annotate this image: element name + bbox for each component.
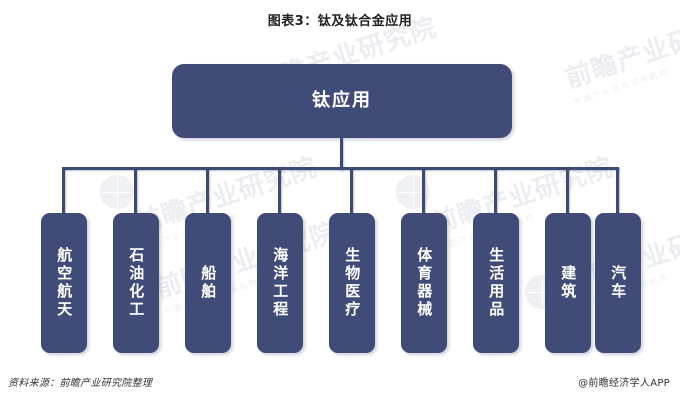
node-leaf-automotive[interactable]: 汽车 <box>595 213 641 353</box>
node-leaf-marine-engineering[interactable]: 海洋工程 <box>257 213 303 353</box>
watermark-sub-text: 中国产业咨询领先机构 <box>572 67 671 107</box>
node-leaf-petrochemical[interactable]: 石油化工 <box>113 213 159 353</box>
node-leaf-label: 生物医疗 <box>343 247 362 319</box>
connector-bus <box>62 167 619 170</box>
node-leaf-label: 石油化工 <box>127 247 146 319</box>
node-leaf-label: 海洋工程 <box>271 247 290 319</box>
node-leaf-label: 生活用品 <box>487 247 506 319</box>
connector-root-stem <box>340 138 343 170</box>
watermark-main-text: 前瞻产业研究院 <box>151 217 341 305</box>
node-leaf-label: 船舶 <box>199 265 218 301</box>
connector-drop-7 <box>494 167 497 215</box>
connector-drop-2 <box>134 167 137 215</box>
connector-drop-5 <box>350 167 353 215</box>
node-leaf-label: 汽车 <box>609 265 628 301</box>
node-leaf-label: 建筑 <box>559 265 578 301</box>
node-leaf-daily-goods[interactable]: 生活用品 <box>473 213 519 353</box>
connector-drop-8 <box>566 167 569 215</box>
node-leaf-sports-equipment[interactable]: 体育器械 <box>401 213 447 353</box>
watermark-sub-text: 中国产业咨询领先机构 <box>438 184 621 253</box>
node-leaf-aerospace[interactable]: 航空航天 <box>41 213 87 353</box>
watermark-text: 前瞻产业研究院 中国产业咨询领先机构 <box>426 147 621 253</box>
node-root-label: 钛应用 <box>312 90 372 112</box>
node-leaf-shipbuilding[interactable]: 船舶 <box>185 213 231 353</box>
source-note: 资料来源：前瞻产业研究院整理 <box>8 378 153 389</box>
connector-drop-6 <box>422 167 425 215</box>
watermark-text: 前瞻产业研究院 中国产业咨询领先机构 <box>150 212 345 318</box>
brand-note: @前瞻经济学人APP <box>578 378 670 389</box>
connector-drop-3 <box>206 167 209 215</box>
node-leaf-label: 体育器械 <box>415 247 434 319</box>
watermark-globe-icon <box>100 175 134 209</box>
node-leaf-biomedical[interactable]: 生物医疗 <box>329 213 375 353</box>
node-root[interactable]: 钛应用 <box>172 64 512 138</box>
connector-drop-1 <box>62 167 65 215</box>
connector-drop-9 <box>616 167 619 215</box>
connector-drop-4 <box>278 167 281 215</box>
node-leaf-construction[interactable]: 建筑 <box>545 213 591 353</box>
node-leaf-label: 航空航天 <box>55 247 74 319</box>
page-title: 图表3：钛及钛合金应用 <box>267 14 413 29</box>
